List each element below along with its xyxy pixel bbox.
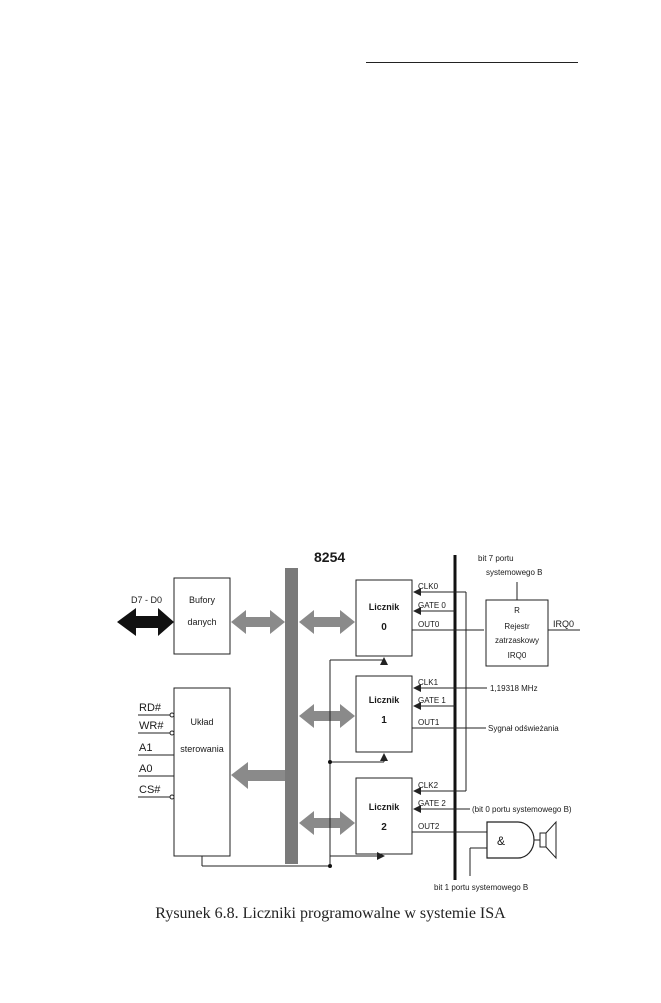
control-signal-lines	[138, 712, 175, 800]
internal-bus-bar	[285, 568, 298, 864]
signal-a1: A1	[139, 742, 152, 754]
counter2-out: OUT2	[418, 822, 440, 831]
counter1-clk: CLK1	[418, 678, 439, 687]
signal-rd: RD#	[139, 702, 162, 714]
signal-cs: CS#	[139, 784, 161, 796]
bit7-label-line1: bit 7 portu	[478, 554, 514, 563]
latch-line3: zatrzaskowy	[495, 636, 539, 645]
signal-a0: A0	[139, 763, 152, 775]
control-label-line2: sterowania	[180, 744, 224, 754]
junction-dot-1	[328, 760, 332, 764]
speaker-icon	[539, 820, 557, 860]
and-gate	[486, 821, 535, 859]
latch-line2: Rejestr	[504, 622, 530, 631]
bus-counter1-arrow	[299, 704, 355, 728]
latch-box	[485, 599, 549, 667]
counter2-number: 2	[381, 822, 387, 833]
and-gate-label: &	[497, 834, 505, 848]
header-rule	[366, 62, 578, 63]
counter1-out: OUT1	[418, 718, 440, 727]
counter0-box	[355, 579, 413, 657]
figure-caption: Rysunek 6.8. Liczniki programowalne w sy…	[155, 905, 506, 922]
chip-title: 8254	[314, 549, 345, 565]
counter0-title: Licznik	[369, 602, 401, 612]
counter0-number: 0	[381, 622, 387, 633]
counter2-title: Licznik	[369, 802, 401, 812]
bus-counter0-arrow	[299, 610, 355, 634]
data-bus-label: D7 - D0	[131, 595, 162, 605]
buffers-label-line1: Bufory	[189, 595, 216, 605]
data-bus-arrow	[117, 608, 174, 636]
signal-wr: WR#	[139, 720, 164, 732]
control-box	[173, 687, 231, 857]
bus-counter2-arrow	[299, 811, 355, 835]
counter1-number: 1	[381, 715, 387, 726]
counter0-clk: CLK0	[418, 582, 439, 591]
refresh-label: Sygnał odświeżania	[488, 724, 559, 733]
counter0-gate: GATE 0	[418, 601, 446, 610]
latch-line4: IRQ0	[508, 651, 527, 660]
counter-pin-lines	[412, 588, 487, 833]
counter2-clk: CLK2	[418, 781, 439, 790]
latch-line1: R	[514, 606, 520, 615]
clock-label: 1,19318 MHz	[490, 684, 538, 693]
counter2-gate: GATE 2	[418, 799, 446, 808]
buffers-box	[173, 577, 231, 655]
bit1-label: bit 1 portu systemowego B	[434, 883, 528, 892]
control-label-line1: Układ	[190, 717, 213, 727]
counter1-title: Licznik	[369, 695, 401, 705]
counter1-box	[355, 675, 413, 753]
irq-label: IRQ0	[553, 619, 574, 629]
counter0-out: OUT0	[418, 620, 440, 629]
counter2-box	[355, 777, 413, 855]
bit7-label-line2: systemowego B	[486, 568, 542, 577]
bit0-label: (bit 0 portu systemowego B)	[472, 805, 572, 814]
buffers-bus-arrow	[231, 610, 285, 634]
junction-dot-2	[328, 864, 332, 868]
counter1-gate: GATE 1	[418, 696, 446, 705]
buffers-label-line2: danych	[187, 617, 216, 627]
bus-control-arrow	[231, 762, 285, 789]
